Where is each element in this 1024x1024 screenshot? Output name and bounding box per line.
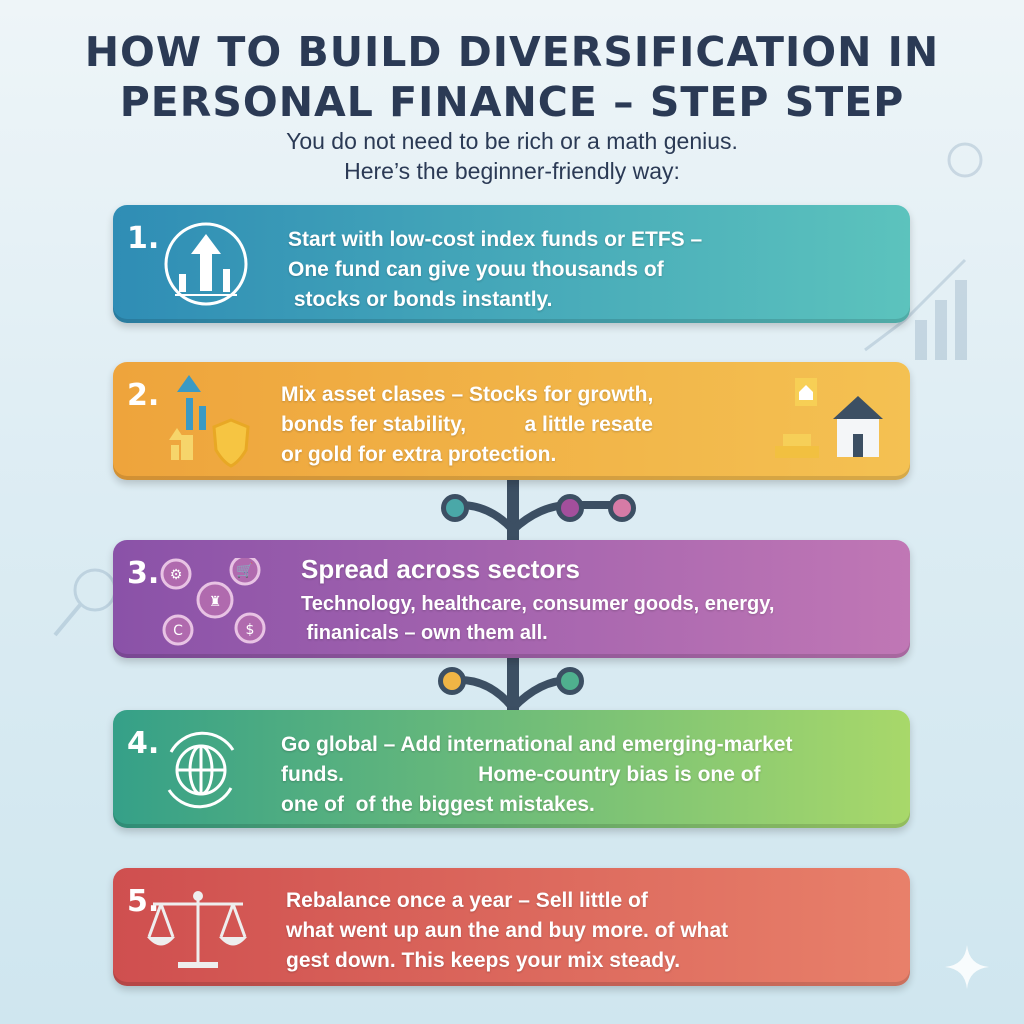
step-text: Rebalance once a year – Sell little of w…: [286, 889, 729, 972]
step-text: Go global – Add international and emergi…: [281, 733, 793, 816]
step-text: Technology, healthcare, consumer goods, …: [301, 593, 775, 644]
real-estate-gold-icon: [775, 378, 883, 458]
globe-icon: [167, 731, 235, 809]
step-card-4: 4. Go global – Add international and eme…: [113, 710, 910, 828]
step-text: Start with low-cost index funds or ETFS …: [288, 228, 703, 311]
connector-dot: [608, 494, 636, 522]
svg-text:♜: ♜: [209, 594, 222, 610]
page-title-line1: HOW TO BUILD DIVERSIFICATION IN: [84, 28, 940, 76]
step-card-5: 5. Rebalance once a year – Sell little o…: [113, 868, 910, 986]
connector-dot: [441, 494, 469, 522]
subtitle-line2: Here’s the beginner-friendly way:: [344, 158, 680, 184]
step-number: 5.: [127, 884, 160, 919]
svg-text:⚙: ⚙: [170, 567, 183, 583]
background-chart-icon: [864, 142, 983, 360]
step-heading: Spread across sectors: [301, 554, 580, 584]
step-number: 1.: [127, 221, 160, 256]
step-number: 3.: [127, 556, 160, 591]
step-card-1: 1. Start with low-cost index funds or ET…: [113, 205, 910, 323]
connector-dot: [556, 667, 584, 695]
svg-text:$: $: [246, 622, 255, 638]
step-text: Mix asset clases – Stocks for growth, bo…: [281, 383, 654, 466]
svg-text:🛒: 🛒: [236, 562, 253, 579]
connector-dot: [556, 494, 584, 522]
step-number: 2.: [127, 378, 160, 413]
step-card-3: 3. ⚙ 🛒 ♜ C $ Spread across sectors Technolog…: [113, 540, 910, 658]
assets-shield-icon: [169, 375, 250, 468]
subtitle-line1: You do not need to be rich or a math gen…: [286, 128, 738, 154]
step-number: 4.: [127, 726, 160, 761]
step-card-2: 2. Mix asset clases – Stocks for growth,…: [113, 362, 910, 480]
svg-text:C: C: [173, 623, 183, 639]
connector-stem: [507, 658, 519, 712]
balance-scale-icon: [147, 891, 247, 968]
sparkle-icon: [945, 945, 989, 989]
chart-up-arrow-icon: [164, 222, 248, 306]
page-title-line2: PERSONAL FINANCE – STEP STEP: [119, 78, 905, 126]
connector-dot: [438, 667, 466, 695]
sectors-icon: ⚙ 🛒 ♜ C $: [160, 558, 266, 646]
